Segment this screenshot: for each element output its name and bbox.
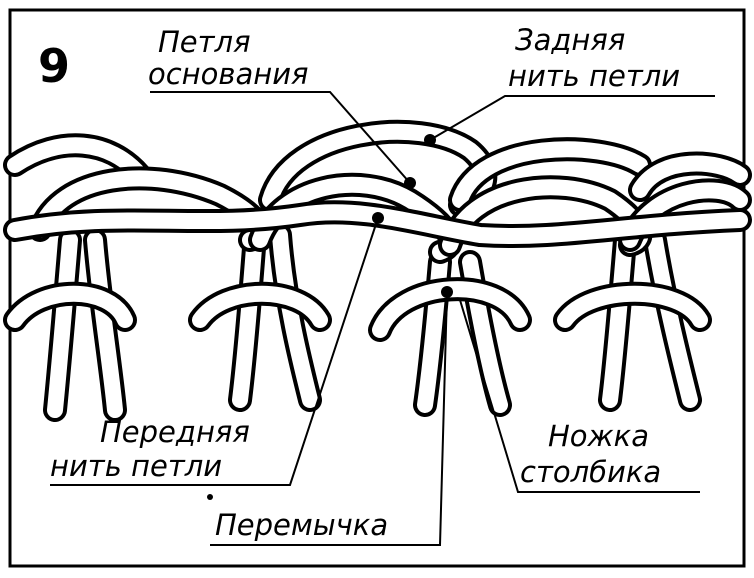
dot-small [207, 494, 213, 500]
label-post-leg-2: столбика [520, 455, 661, 489]
dot-back-thread [424, 134, 436, 146]
yarn-strand [452, 141, 648, 208]
number-bg [22, 22, 92, 94]
yarn-strand [262, 123, 494, 213]
label-base-loop-2: основания [148, 57, 309, 91]
label-back-thread-2: нить петли [508, 59, 680, 93]
label-post-leg-1: Ножка [548, 419, 649, 453]
dot-base-loop [404, 177, 416, 189]
yarn-strand [7, 137, 148, 183]
label-bridge: Перемычка [215, 508, 388, 542]
leader-lines [50, 91, 715, 546]
yarn-strand [632, 155, 748, 198]
yarn-strand [602, 232, 633, 408]
dot-bridge [441, 286, 453, 298]
leader-front-thread [50, 217, 379, 486]
leader-back-thread [429, 95, 715, 141]
yarn-strand [647, 232, 698, 408]
yarn-strand [87, 232, 123, 418]
yarn-strand [47, 232, 78, 418]
label-back-thread-1: Задняя [515, 23, 625, 57]
yarn-strand [557, 285, 708, 328]
yarn-strand [7, 285, 133, 328]
label-base-loop-1: Петля [158, 25, 251, 59]
yarn-strand [192, 285, 328, 328]
label-front-thread-1: Передняя [100, 415, 250, 449]
leader-bridge [210, 291, 448, 546]
leader-base-loop [150, 91, 411, 184]
dot-front-thread [372, 212, 384, 224]
yarn-strand [272, 227, 318, 408]
leader-post-leg [459, 299, 700, 493]
leader-dots [207, 134, 453, 500]
figure-number: 9 [38, 39, 70, 93]
yarn-strand [232, 227, 263, 408]
label-front-thread-2: нить петли [50, 449, 222, 483]
